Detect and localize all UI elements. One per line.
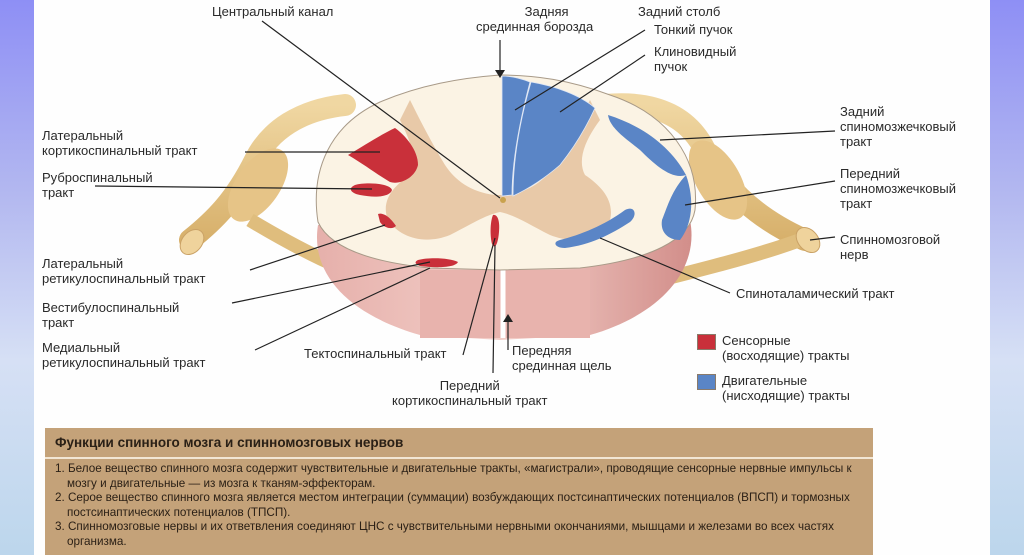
tract-anterior-spinocerebellar	[661, 175, 692, 240]
anterior-funiculus-left	[420, 270, 502, 338]
legend-swatch-motor	[697, 374, 716, 390]
tract-posterior-spinocerebellar	[608, 115, 686, 176]
legend-label-sensory: Сенсорные(восходящие) тракты	[722, 333, 850, 363]
tract-spinothalamic	[555, 208, 635, 248]
label-central-canal: Центральный канал	[212, 4, 334, 19]
label-fasciculus-gracilis: Тонкий пучок	[654, 22, 733, 37]
leader-lines	[94, 20, 836, 374]
functions-box: Функции спинного мозга и спинномозговых …	[45, 428, 873, 555]
right-gradient-bar	[990, 0, 1024, 555]
tract-rubrospinal	[350, 183, 392, 197]
left-gradient-bar	[0, 0, 34, 555]
spinal-cord-diagram	[94, 20, 836, 374]
functions-item: 1. Белое вещество спинного мозга содержи…	[55, 462, 852, 490]
tract-tectospinal	[490, 214, 500, 247]
label-tectospinal: Тектоспинальный тракт	[304, 346, 447, 361]
functions-item: 2. Серое вещество спинного мозга являетс…	[55, 491, 850, 519]
functions-box-title: Функции спинного мозга и спинномозговых …	[55, 435, 404, 450]
functions-item: 3. Спинномозговые нервы и их ответвления…	[55, 520, 834, 548]
label-posterior-column: Задний столб	[638, 4, 721, 19]
label-spinothalamic: Спиноталамический тракт	[736, 286, 895, 301]
tract-fasciculus-gracilis	[501, 75, 531, 197]
tract-vestibulospinal	[415, 258, 458, 268]
tract-lateral-corticospinal	[348, 128, 418, 183]
central-canal	[500, 197, 506, 203]
tract-lateral-reticulospinal	[378, 213, 396, 229]
functions-box-divider	[45, 457, 873, 459]
functions-list: 1. Белое вещество спинного мозга содержи…	[55, 462, 867, 549]
gray-matter	[385, 100, 611, 240]
legend-label-motor: Двигательные(нисходящие) тракты	[722, 373, 850, 403]
legend-swatch-sensory	[697, 334, 716, 350]
anterior-funiculus-right	[505, 270, 590, 338]
